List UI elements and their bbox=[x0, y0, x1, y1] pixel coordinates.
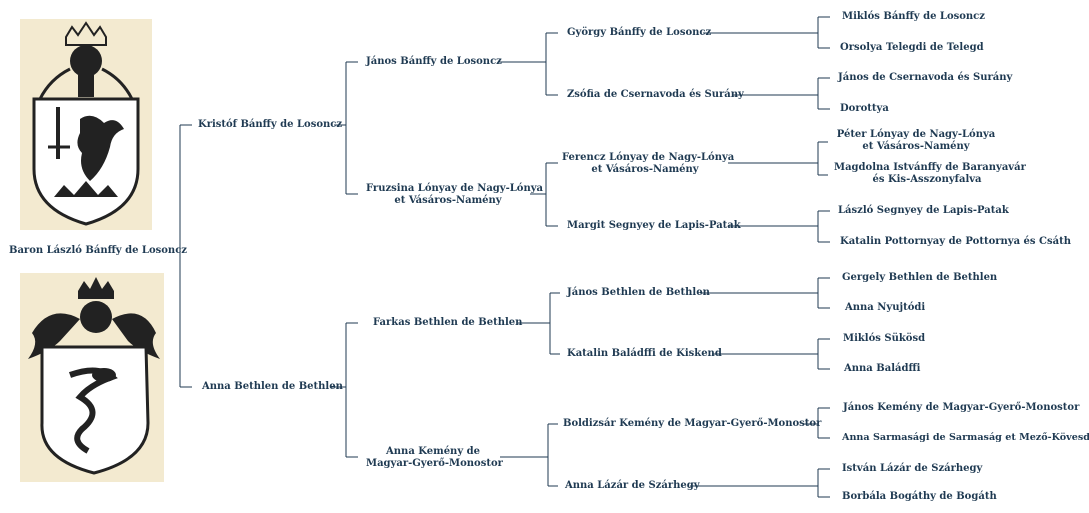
gg-grandparent-5-line1: Péter Lónyay de Nagy-Lónya bbox=[836, 129, 996, 140]
great-grandparent-mff: János Bethlen de Bethlen bbox=[567, 287, 710, 298]
great-grandparent-mfm: Katalin Baládffi de Kiskend bbox=[567, 348, 722, 359]
grandparent-mm: Anna Kemény de Magyar-Gyerő-Monostor bbox=[366, 446, 503, 470]
gg-grandparent-14: Anna Sarmasági de Sarmaság et Mező-Köves… bbox=[842, 432, 1089, 443]
great-grandparent-fff: György Bánffy de Losoncz bbox=[567, 27, 712, 38]
father-name: Kristóf Bánffy de Losoncz bbox=[198, 119, 343, 130]
great-grandparent-mmm: Anna Lázár de Szárhegy bbox=[565, 480, 700, 491]
great-grandparent-fmf-line2: et Vásáros-Namény bbox=[591, 164, 699, 175]
gg-grandparent-9: Gergely Bethlen de Bethlen bbox=[842, 272, 998, 283]
great-grandparent-fmf-line1: Ferencz Lónyay de Nagy-Lónya bbox=[562, 152, 735, 163]
grandparent-ff: János Bánffy de Losoncz bbox=[366, 56, 502, 67]
gg-grandparent-2: Orsolya Telegdi de Telegd bbox=[840, 42, 984, 53]
coat-of-arms-banffy-icon bbox=[20, 19, 152, 230]
gg-grandparent-11: Miklós Sükösd bbox=[843, 333, 926, 344]
grandparent-mm-line2: Magyar-Gyerő-Monostor bbox=[366, 458, 503, 469]
gg-grandparent-16: Borbála Bogáthy de Bogáth bbox=[842, 491, 997, 502]
gg-grandparent-1: Miklós Bánffy de Losoncz bbox=[842, 11, 985, 22]
gg-grandparent-4: Dorottya bbox=[840, 103, 889, 114]
gg-grandparent-10: Anna Nyujtódi bbox=[845, 302, 926, 313]
grandparent-mf: Farkas Bethlen de Bethlen bbox=[373, 317, 523, 328]
gg-grandparent-12: Anna Baládffi bbox=[844, 363, 921, 374]
grandparent-fm: Fruzsina Lónyay de Nagy-Lónya et Vásáros… bbox=[366, 183, 544, 207]
great-grandparent-ffm: Zsófia de Csernavoda és Surány bbox=[567, 89, 744, 100]
gg-grandparent-7: László Segnyey de Lapis-Patak bbox=[838, 205, 1009, 216]
grandparent-fm-line1: Fruzsina Lónyay de Nagy-Lónya bbox=[366, 183, 544, 194]
gg-grandparent-5: Péter Lónyay de Nagy-Lónya et Vásáros-Na… bbox=[832, 129, 1000, 153]
gg-grandparent-5-line2: et Vásáros-Namény bbox=[862, 141, 970, 152]
gg-grandparent-15: István Lázár de Szárhegy bbox=[842, 463, 983, 474]
gg-grandparent-6-line1: Magdolna Istvánffy de Baranyavár bbox=[834, 162, 1026, 173]
subject-name: Baron László Bánffy de Losoncz bbox=[9, 245, 187, 256]
grandparent-fm-line2: et Vásáros-Namény bbox=[394, 195, 502, 206]
coat-of-arms-bethlen-icon bbox=[20, 273, 164, 482]
gg-grandparent-8: Katalin Pottornyay de Pottornya és Csáth bbox=[840, 236, 1071, 247]
grandparent-mm-line1: Anna Kemény de bbox=[386, 446, 480, 457]
gg-grandparent-13: János Kemény de Magyar-Gyerő-Monostor bbox=[843, 402, 1080, 413]
great-grandparent-fmf: Ferencz Lónyay de Nagy-Lónya et Vásáros-… bbox=[562, 152, 735, 176]
mother-name: Anna Bethlen de Bethlen bbox=[202, 381, 343, 392]
gg-grandparent-3: János de Csernavoda és Surány bbox=[838, 72, 1013, 83]
great-grandparent-mmf: Boldizsár Kemény de Magyar-Gyerő-Monosto… bbox=[563, 418, 822, 429]
gg-grandparent-6-line2: és Kis-Asszonyfalva bbox=[872, 174, 982, 185]
great-grandparent-fmm: Margit Segnyey de Lapis-Patak bbox=[567, 220, 741, 231]
gg-grandparent-6: Magdolna Istvánffy de Baranyavár és Kis-… bbox=[834, 162, 1026, 186]
